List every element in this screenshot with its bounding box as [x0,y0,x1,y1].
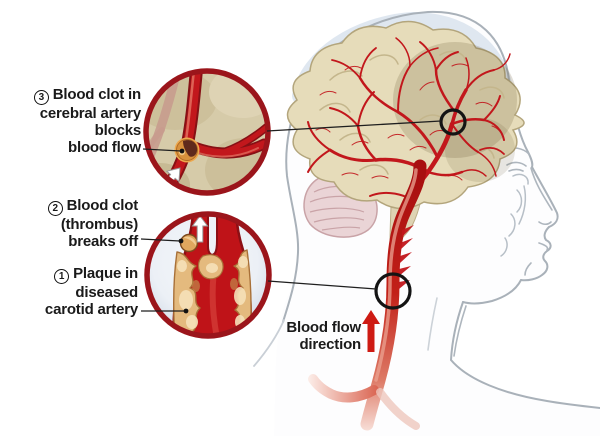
connector-inset-to-neck [267,280,377,290]
step-1-badge: 1 [54,269,70,284]
step-2-line-1: Blood clot [66,197,139,214]
brain-shading [393,42,517,158]
step-3-line-3: blocks [94,122,142,139]
carotid-lower-branch [308,374,379,403]
jaw-outline [462,279,522,305]
cerebral-arteries [307,37,511,221]
carotid-inset-flow-arrow-icon [191,215,209,243]
neck-back-outline [253,319,285,367]
connector-inset-to-brain [266,120,442,132]
flow-line-1: Blood flow [286,319,361,336]
mouth-chin-outline [520,226,552,282]
chin-line [524,262,532,276]
step-1-line-1: Plaque in [73,265,138,282]
carotid-inset-border [144,211,272,339]
flow-direction-arrow-icon [362,310,380,352]
connector-step3 [142,148,182,152]
step-3-line-2: cerebral artery [39,105,141,122]
cerebral-clot [174,137,200,163]
carotid-inset [144,211,272,339]
step-3-badge: 3 [33,90,49,105]
thrombus [179,233,199,253]
neck-muscle-line2 [427,297,438,351]
head-outline [282,10,559,323]
cerebral-inset [143,68,271,196]
connector-step2 [140,238,181,242]
label-blood-flow-direction: Blood flow direction [256,319,361,353]
brain-body [286,20,525,210]
step-2-line-2: (thrombus) [60,216,138,233]
carotid-artery [308,159,427,431]
step-2-line-3: breaks off [68,233,138,250]
neck-muscle-line [453,305,467,357]
connector-step3-dot [179,148,185,154]
throat-shoulder-outline [449,301,600,409]
face-features [427,147,553,357]
step-3-line-1: Blood clot in [52,86,141,103]
nostril-line [538,221,552,226]
lip-line [538,242,549,251]
vessel-carina-notch [207,214,218,256]
step-1-line-3: carotid artery [44,301,138,318]
brain [286,20,525,221]
step-1-line-2: diseased [75,284,138,301]
step-2-badge: 2 [47,201,63,216]
connector-step2-dot [178,238,184,244]
ear-sketch [500,173,529,257]
flow-line-2: direction [299,336,361,353]
step-3-line-4: blood flow [68,139,141,156]
eyelid-line [508,168,524,172]
eye-line [506,161,527,167]
carotid-highlight-ring [374,272,412,310]
nose-line [530,167,553,211]
cerebral-highlight-ring [439,108,467,136]
connector-step1-dot [183,308,189,314]
connector-lines [140,120,442,314]
cerebral-inset-border [143,68,271,196]
cerebral-arterioles [315,63,503,181]
carotid-lower-branch2 [376,388,420,430]
